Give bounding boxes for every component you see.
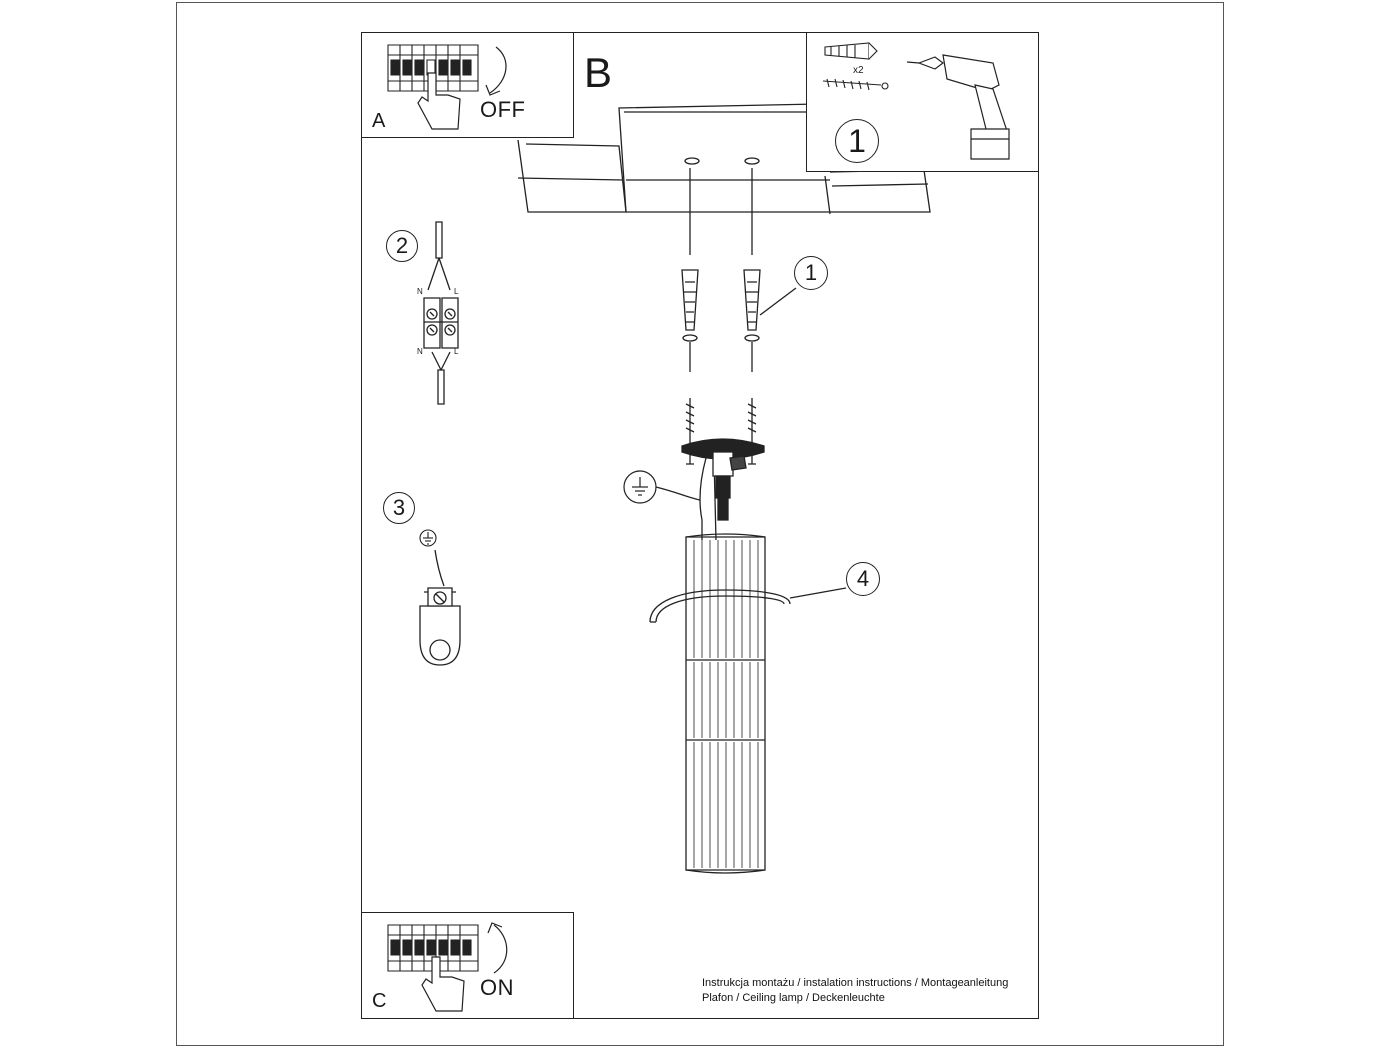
footer-line-2: Plafon / Ceiling lamp / Deckenleuchte: [702, 992, 885, 1004]
wall-anchor-icon: [807, 33, 1040, 173]
ground-terminal-icon: [420, 550, 460, 665]
wire-l-top: L: [454, 287, 459, 296]
canopy-plate: [682, 439, 764, 464]
terminal-block-icon: [424, 222, 458, 404]
tools-step-number: 1: [835, 119, 879, 163]
step-3-callout: 3: [383, 492, 415, 524]
step-1-callout: 1: [794, 256, 828, 290]
rotate-arrow-icon: [362, 913, 575, 1020]
off-label: OFF: [480, 97, 526, 122]
on-label: ON: [480, 975, 514, 1000]
cable-connector: [700, 452, 746, 540]
wire-n-bottom: N: [417, 347, 423, 356]
panel-a: A OFF: [361, 32, 574, 138]
hand-icon: [362, 33, 575, 139]
screw-icon: [748, 398, 756, 450]
ceiling-icon: [518, 104, 930, 214]
drill-icon: [807, 33, 1040, 173]
lamp-cylinder: [686, 534, 765, 873]
step-4-callout: 4: [846, 562, 880, 596]
wire-l-bottom: L: [454, 347, 459, 356]
wall-anchor-icon: [744, 270, 760, 372]
screw-icon: [686, 398, 694, 450]
ring-clip: [650, 590, 790, 622]
footer-text: Instrukcja montażu / instalation instruc…: [702, 976, 1008, 1006]
panel-c: C ON: [361, 912, 574, 1019]
hand-icon: [362, 913, 575, 1020]
footer-line-1: Instrukcja montażu / instalation instruc…: [702, 977, 1009, 989]
instruction-sheet: [361, 32, 1039, 1019]
panel-c-letter: C: [372, 990, 387, 1012]
tools-panel: x2 1: [806, 32, 1039, 172]
panel-b-letter: B: [584, 49, 613, 96]
quantity-label: x2: [853, 65, 864, 76]
rotate-arrow-icon: [362, 33, 575, 139]
wire-n-top: N: [417, 287, 423, 296]
wall-anchor-icon: [682, 270, 698, 372]
circuit-breaker-icon: [362, 913, 575, 1020]
step-2-callout: 2: [386, 230, 418, 262]
panel-a-letter: A: [372, 110, 386, 132]
outer-frame: [176, 2, 1224, 1046]
ground-symbol-icon: [624, 471, 656, 503]
